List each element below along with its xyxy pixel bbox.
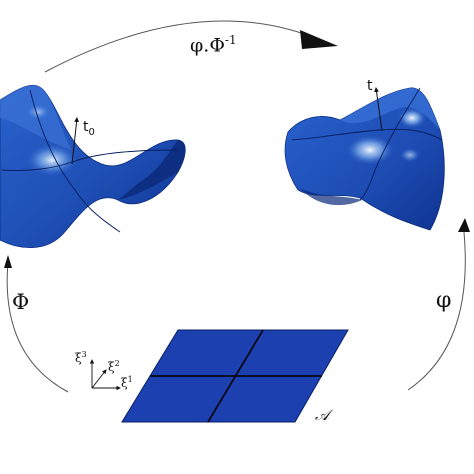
left-arrowhead [4,255,12,268]
parameter-plane [121,329,349,423]
top-arrowhead [300,30,338,49]
left-mapping-arrow [6,261,69,393]
axis-xi3-label: ξ3 [75,350,87,365]
reference-vector-sub: 0 [88,126,95,138]
right-arrowhead [458,218,470,232]
reference-vector-label: t0 [83,120,95,138]
coordinate-axes [89,359,121,391]
left-map-label: Φ [12,290,30,314]
top-map-base: φ.Φ [190,34,225,57]
reference-vector-base: t [83,119,89,135]
top-map-label: φ.Φ-1 [190,34,237,55]
axis-xi2-sup: 2 [114,359,120,368]
axis-xi2-label: ξ2 [108,359,120,374]
axis-xi2-base: ξ [108,360,115,374]
reference-surface [0,84,186,249]
top-mapping-arrow [44,20,321,73]
right-map-label: φ [436,288,452,313]
current-vector-label: t [367,78,373,94]
axis-xi3-sup: 3 [81,350,87,359]
top-map-sup: -1 [224,33,237,47]
axis-xi1-base: ξ [121,376,128,390]
axis-xi1-label: ξ1 [121,375,133,390]
axis-xi1-sup: 1 [127,375,133,384]
parameter-domain-label: 𝒜 [315,406,330,424]
axis-xi3-base: ξ [75,351,82,365]
current-surface [284,87,445,231]
right-mapping-arrow [407,231,466,391]
